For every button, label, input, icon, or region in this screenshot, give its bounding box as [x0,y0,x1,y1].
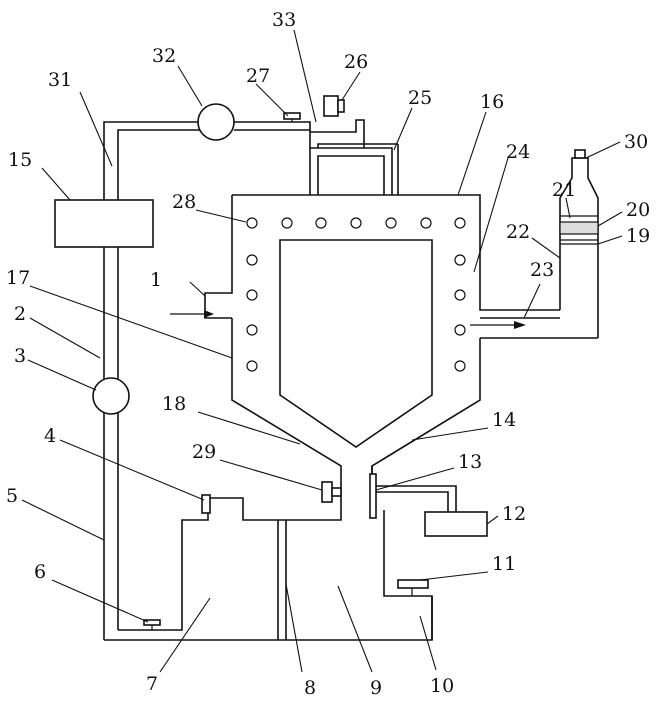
heating-element [455,290,465,300]
label-2: 2 [14,303,26,325]
valve-26 [324,96,344,116]
heating-element [351,218,361,228]
heating-element [247,218,257,228]
leader-lines [22,30,622,672]
label-3: 3 [14,345,26,367]
label-16: 16 [480,91,504,113]
heating-element [247,325,257,335]
label-17: 17 [6,267,30,289]
label-15: 15 [8,149,32,171]
heating-element [282,218,292,228]
label-27: 27 [246,65,270,87]
heat-exchanger-15 [55,200,153,247]
label-31: 31 [48,69,72,91]
inlet-arrow [170,310,214,318]
label-25: 25 [408,87,432,109]
valve-4 [202,495,210,513]
label-10: 10 [430,675,454,697]
inner-hopper [280,240,432,447]
label-18: 18 [162,393,186,415]
top-pipe [310,144,398,195]
heating-element [455,218,465,228]
label-22: 22 [506,221,530,243]
valve-29 [322,482,341,502]
heating-element [247,255,257,265]
valve-11 [398,580,428,596]
label-20: 20 [626,199,650,221]
label-8: 8 [304,677,316,699]
heating-element [455,361,465,371]
label-21: 21 [552,179,576,201]
label-26: 26 [344,51,368,73]
label-23: 23 [530,259,554,281]
top-pipe-connector [310,120,398,148]
reaction-chamber-outer [205,195,598,510]
pump-3 [93,378,129,414]
label-1: 1 [150,269,162,291]
heating-element [421,218,431,228]
exhaust-cap-30 [575,150,585,158]
gate-valve-13 [370,474,487,536]
label-4: 4 [44,425,56,447]
label-29: 29 [192,441,216,463]
label-30: 30 [624,131,648,153]
label-12: 12 [502,503,526,525]
label-32: 32 [152,45,176,67]
filter-layer-20 [560,222,598,234]
outlet-arrow [470,321,526,329]
heating-element [316,218,326,228]
heating-element [455,255,465,265]
label-5: 5 [6,485,18,507]
label-28: 28 [172,191,196,213]
label-9: 9 [370,677,382,699]
label-11: 11 [492,553,516,575]
label-14: 14 [492,409,516,431]
label-19: 19 [626,225,650,247]
heating-element [386,218,396,228]
circulation-pump-32 [198,104,234,140]
label-33: 33 [272,9,296,31]
heating-element [247,361,257,371]
heating-element [247,290,257,300]
label-13: 13 [458,451,482,473]
label-6: 6 [34,561,46,583]
heating-element [455,325,465,335]
label-24: 24 [506,141,530,163]
label-7: 7 [146,673,158,695]
